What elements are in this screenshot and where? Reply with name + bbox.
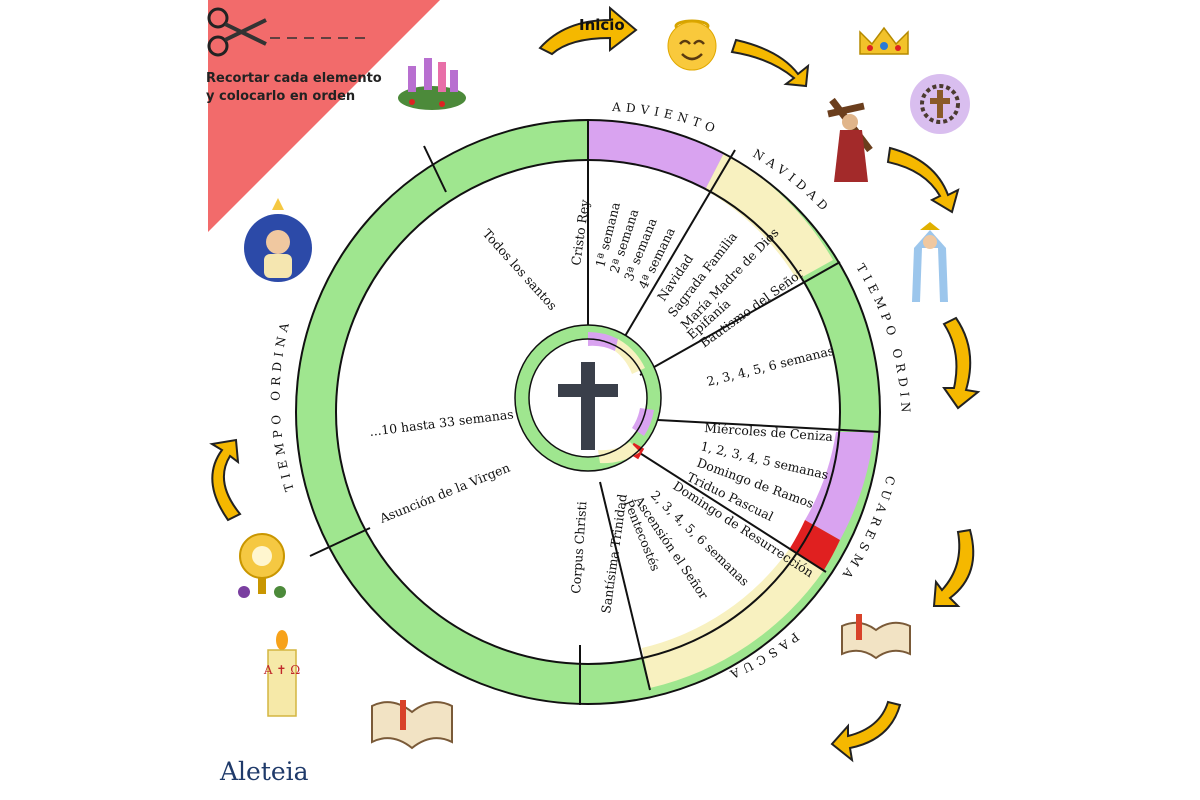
- instruction-corner: [208, 0, 440, 232]
- arrow-icon: [942, 316, 981, 410]
- bible-icon: [841, 614, 911, 660]
- entry-ordinario-semanas: 2, 3, 4, 5, 6 semanas: [705, 343, 835, 389]
- outer-ring: [295, 119, 881, 705]
- arrow-icons: [209, 5, 981, 763]
- scissors-icon: [207, 7, 267, 57]
- sector-dividers: [309, 120, 881, 705]
- inner-easter: [598, 442, 640, 464]
- book-icon: [371, 700, 453, 750]
- entry-trinidad: Santísima Trinidad: [598, 493, 630, 615]
- inner-ring: [514, 324, 662, 472]
- entry-asuncion: Asunción de la Virgen: [377, 460, 513, 526]
- monstrance-icon: [238, 533, 286, 598]
- entry-ordinario-33: ...10 hasta 33 semanas: [369, 406, 515, 439]
- mary-icon: [912, 222, 948, 302]
- start-label: Inicio: [579, 16, 625, 34]
- crown-of-thorns-icon: [910, 74, 970, 134]
- entry-ceniza: Miércoles de Ceniza: [704, 420, 834, 444]
- advent-band: [588, 119, 724, 190]
- entry-corpus: Corpus Christi: [568, 501, 589, 594]
- instructions-line-1: Recortar cada elemento: [206, 71, 382, 86]
- instructions-line-2: y colocarlo en orden: [206, 89, 355, 104]
- lent-band: [805, 432, 874, 540]
- triduum-band: [790, 520, 840, 570]
- cross-icon: [558, 362, 618, 450]
- arrow-icon: [932, 528, 975, 607]
- arrow-icon: [886, 146, 960, 214]
- entry-todos-los-santos: Todos los santos: [480, 226, 560, 313]
- baby-jesus-icon: [244, 198, 312, 282]
- credit-logo: Aleteia: [219, 757, 309, 786]
- svg-text:A ✝ Ω: A ✝ Ω: [263, 663, 300, 677]
- arrow-icon: [209, 438, 242, 522]
- christmas-band: [705, 153, 833, 280]
- jesus-cross-icon: [827, 97, 873, 182]
- paschal-candle-icon: A ✝ Ω: [263, 630, 300, 717]
- arrow-icon: [730, 38, 810, 88]
- angel-emoji-icon: [667, 19, 717, 71]
- arrow-icon: [538, 5, 638, 56]
- arrow-icon: [830, 700, 902, 763]
- crown-icon: [859, 26, 909, 55]
- advent-wreath-icon: [398, 58, 466, 110]
